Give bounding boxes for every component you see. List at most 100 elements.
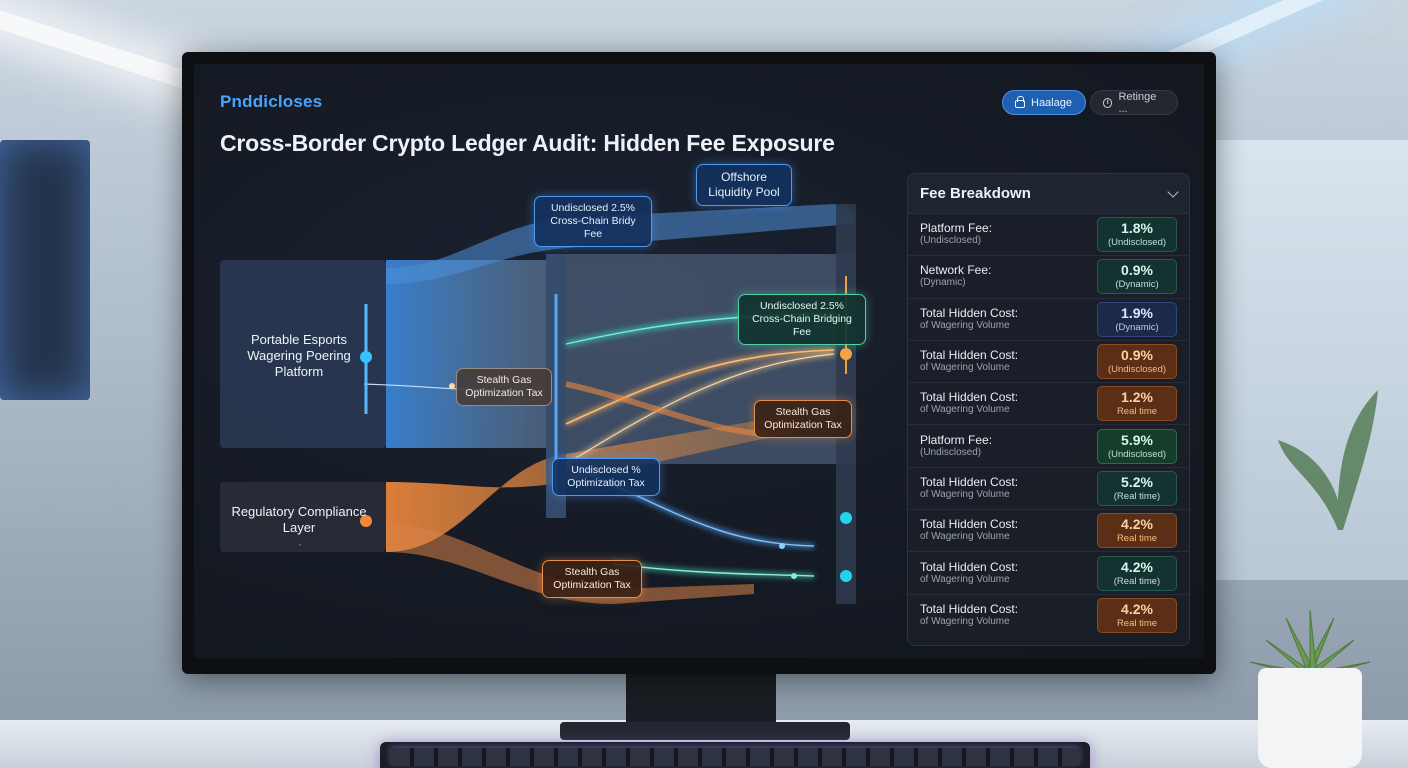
plant-pot [1258, 668, 1362, 768]
background-plant [1278, 390, 1378, 530]
fee-value-note: (Real time) [1113, 490, 1161, 502]
platform-node-dot[interactable] [360, 351, 372, 363]
fee-label: Total Hidden Cost: [920, 474, 1019, 489]
fee-row[interactable]: Total Hidden Cost:of Wagering Volume 1.9… [908, 299, 1189, 341]
fee-list: Platform Fee:(Undisclosed) 1.8%(Undisclo… [908, 214, 1189, 637]
fee-value-note: (Undisclosed) [1107, 237, 1167, 249]
fee-value: 5.2% [1121, 473, 1153, 490]
right-node-dot-orange[interactable] [840, 348, 852, 360]
fee-label: Platform Fee: [920, 432, 993, 447]
fee-row[interactable]: Platform Fee: (Undisclosed) 1.8%(Undisclo… [908, 214, 1189, 257]
fee-sublabel: of Wagering Volume [920, 616, 1010, 628]
offshore-stream [386, 204, 854, 284]
fee-value-badge: 5.2%(Real time) [1097, 470, 1177, 506]
fee-value: 0.9% [1121, 262, 1153, 279]
fee-value-badge: 0.9%(Dynamic) [1097, 259, 1177, 295]
settings-button-label: Retinge ... [1118, 90, 1157, 115]
chevron-down-icon[interactable] [1167, 185, 1179, 198]
fee-value: 1.8% [1121, 220, 1153, 237]
compliance-node-dot[interactable] [360, 515, 372, 527]
fee-value-badge: 1.8%(Undisclosed) [1097, 217, 1177, 253]
fee-label: Platform Fee: [920, 221, 993, 236]
glow-curve-teal-low [613, 562, 815, 578]
fee-value-badge: 4.2%(Real time) [1097, 555, 1177, 591]
fee-breakdown-panel: Fee Breakdown Platform Fee:(Undisclosed)… [907, 173, 1190, 646]
settings-button[interactable]: i Retinge ... [1090, 90, 1178, 115]
bridge-fee-tag-right[interactable]: Undisclosed 2.5% Cross-Chain Bridging Fe… [738, 294, 866, 345]
curve-orange-c [565, 381, 775, 437]
fee-value-badge: 4.2%Real time [1097, 513, 1177, 549]
background-wall-panel [1208, 140, 1408, 580]
fee-row[interactable]: Platform Fee:(Undisclosed) 5.9%(Undisclo… [908, 425, 1189, 468]
fee-sublabel: of Wagering Volume [920, 531, 1010, 543]
lock-icon [1015, 95, 1025, 108]
fee-row[interactable]: Total Hidden Cost:of Wagering Volume 5.2… [908, 468, 1189, 511]
screen: Pnddicloses Cross-Border Crypto Ledger A… [194, 64, 1204, 658]
fee-value-badge: 1.2%Real time [1097, 386, 1177, 422]
fee-value-note: (Dynamic) [1115, 321, 1159, 333]
keyboard [380, 742, 1090, 768]
flow-point-teal [791, 573, 797, 579]
background-shelf [0, 140, 90, 400]
fee-sublabel: of Wagering Volume [920, 319, 1010, 331]
right-node-dot-cyan-low[interactable] [840, 570, 852, 582]
fee-breakdown-header[interactable]: Fee Breakdown [908, 174, 1189, 214]
fee-label: Total Hidden Cost: [920, 390, 1019, 405]
fee-value-badge: 0.9%(Undisclosed) [1097, 344, 1177, 380]
compliance-node-mark: ˇ [298, 543, 302, 553]
fee-sublabel: (Undisclosed) [920, 446, 982, 458]
fee-value: 5.9% [1121, 431, 1153, 448]
flow-point-blue [779, 543, 785, 549]
fee-sublabel: of Wagering Volume [920, 488, 1010, 500]
stealth-gas-tag-right[interactable]: Stealth Gas Optimization Tax [754, 400, 852, 438]
flow-point-orange [449, 383, 455, 389]
curve-orange-b [565, 353, 835, 465]
fee-value-note: (Dynamic) [1115, 279, 1159, 291]
fee-value-note: Real time [1116, 618, 1158, 630]
fee-value-badge: 1.9%(Dynamic) [1097, 301, 1177, 337]
fee-label: Total Hidden Cost: [920, 517, 1019, 532]
platform-node-label: Portable Esports Wagering Poering Platfo… [247, 332, 351, 379]
fee-label: Total Hidden Cost: [920, 602, 1019, 617]
fee-row[interactable]: Total Hidden Cost:of Wagering Volume 4.2… [908, 595, 1189, 637]
compliance-node-box[interactable] [220, 482, 386, 552]
fee-row[interactable]: Network Fee:(Dynamic) 0.9%(Dynamic) [908, 256, 1189, 299]
fee-row[interactable]: Total Hidden Cost:of Wagering Volume 0.9… [908, 341, 1189, 384]
monitor: Pnddicloses Cross-Border Crypto Ledger A… [182, 52, 1216, 674]
fee-sublabel: of Wagering Volume [920, 362, 1010, 374]
primary-action-label: Haalage [1031, 96, 1072, 109]
offshore-pool-tag[interactable]: Offshore Liquidity Pool [696, 164, 792, 206]
fee-value: 1.9% [1121, 304, 1153, 321]
fee-value-badge: 5.9%(Undisclosed) [1097, 428, 1177, 464]
optimization-tax-tag[interactable]: Undisclosed % Optimization Tax [552, 458, 660, 496]
fee-value-note: (Real time) [1113, 575, 1161, 587]
compliance-stream [386, 414, 794, 552]
fee-value: 4.2% [1121, 601, 1153, 618]
fee-value: 0.9% [1121, 347, 1153, 364]
fee-value-note: (Undisclosed) [1107, 364, 1167, 376]
fee-row[interactable]: Total Hidden Cost:of Wagering Volume 1.2… [908, 383, 1189, 426]
fee-label: Total Hidden Cost: [920, 305, 1019, 320]
bridge-fee-tag-top[interactable]: Undisclosed 2.5% Cross-Chain Bridy Fee [534, 196, 652, 247]
fee-sublabel: of Wagering Volume [920, 573, 1010, 585]
fee-value-note: Real time [1116, 406, 1158, 418]
fee-flow-diagram: Portable Esports Wagering Poering Platfo… [194, 164, 884, 624]
fee-row[interactable]: Total Hidden Cost:of Wagering Volume 4.2… [908, 552, 1189, 595]
fee-sublabel: (Dynamic) [920, 277, 966, 289]
curve-orange-a [565, 349, 835, 425]
stealth-gas-tag-bottom[interactable]: Stealth Gas Optimization Tax [542, 560, 642, 598]
page-title: Cross-Border Crypto Ledger Audit: Hidden… [220, 130, 835, 156]
right-node-dot-cyan[interactable] [840, 512, 852, 524]
primary-action-button[interactable]: Haalage [1002, 90, 1086, 115]
stealth-gas-tag-center[interactable]: Stealth Gas Optimization Tax [456, 368, 552, 406]
main-flow-band [386, 260, 546, 448]
fee-label: Total Hidden Cost: [920, 559, 1019, 574]
fee-value-note: Real time [1116, 533, 1158, 545]
info-icon: i [1103, 97, 1113, 108]
fee-value: 4.2% [1121, 516, 1153, 533]
fee-value-badge: 4.2%Real time [1097, 598, 1177, 634]
brand-logo[interactable]: Pnddicloses [220, 92, 323, 111]
platform-node-box[interactable] [220, 260, 386, 448]
fee-label: Network Fee: [920, 263, 992, 278]
fee-row[interactable]: Total Hidden Cost:of Wagering Volume 4.2… [908, 510, 1189, 553]
